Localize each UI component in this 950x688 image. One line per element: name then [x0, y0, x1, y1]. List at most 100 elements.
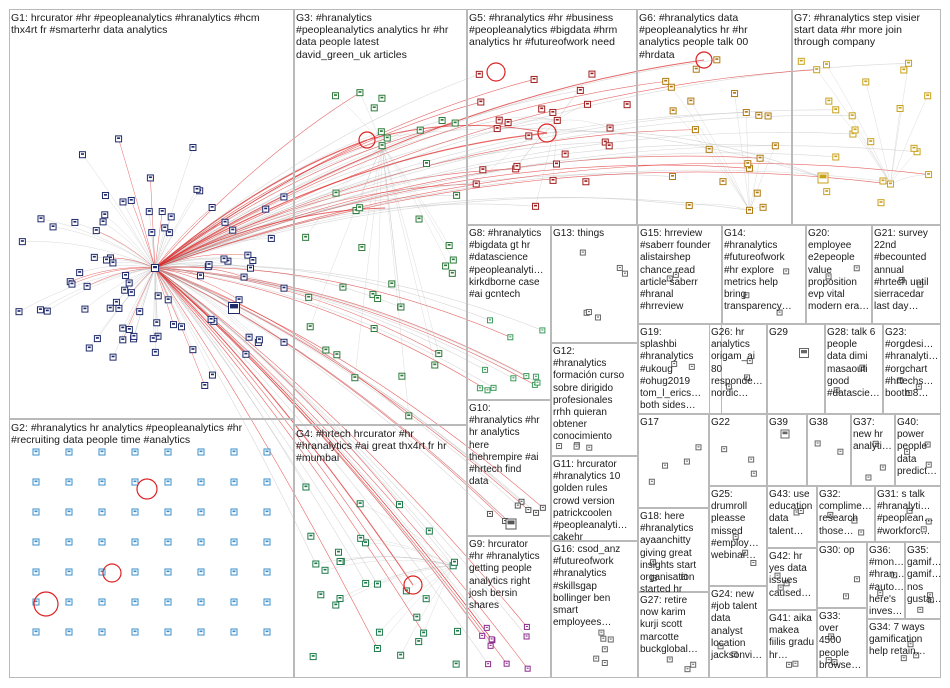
group-box-g39	[767, 414, 807, 486]
node-g5	[576, 86, 584, 94]
node-g5	[493, 125, 501, 133]
node-g1	[85, 344, 93, 352]
node-g1	[119, 336, 127, 344]
node-g2	[65, 448, 73, 456]
node-g1	[245, 333, 253, 341]
node-g3	[449, 256, 457, 264]
node-g4	[422, 595, 430, 603]
node-g1	[136, 308, 144, 316]
node-g26	[746, 358, 753, 365]
edge-g10	[154, 267, 491, 515]
node-g32	[851, 517, 858, 524]
node-g1	[76, 269, 84, 277]
node-g2	[263, 598, 271, 606]
edge-g3	[381, 145, 440, 354]
node-g28	[833, 387, 840, 394]
node-g8	[490, 384, 497, 391]
node-g10	[525, 507, 532, 514]
node-g1	[99, 218, 107, 226]
node-g1	[115, 304, 123, 312]
node-g1	[267, 234, 275, 242]
node-g2	[164, 598, 172, 606]
node-g2	[131, 538, 139, 546]
node-g22	[721, 446, 728, 453]
node-g13	[585, 309, 592, 316]
group-box-g21	[872, 225, 941, 324]
group-box-g33	[817, 608, 867, 678]
node-g3	[383, 134, 391, 142]
node-g2	[32, 448, 40, 456]
node-g3	[388, 280, 396, 288]
node-g2	[230, 478, 238, 486]
edge-g4	[335, 565, 454, 606]
edge-g1	[150, 177, 156, 269]
node-g1	[125, 326, 133, 334]
node-g4	[454, 627, 462, 635]
node-g1	[146, 174, 154, 182]
node-g3	[397, 303, 405, 311]
node-g2	[98, 598, 106, 606]
node-g7	[832, 106, 840, 114]
edge-g7	[546, 131, 824, 179]
node-g4	[332, 601, 340, 609]
node-g4	[373, 644, 381, 652]
node-g5	[504, 119, 512, 127]
node-g13	[594, 314, 601, 321]
node-g15	[672, 271, 679, 278]
node-g5	[623, 101, 631, 109]
group-box-g18	[638, 508, 709, 592]
edge-g7	[865, 81, 891, 185]
node-g7	[797, 57, 805, 65]
edge-g7	[890, 63, 909, 185]
group-box-g17	[638, 414, 709, 508]
node-g7	[851, 126, 859, 134]
node-g7	[848, 112, 856, 120]
node-g2	[197, 508, 205, 516]
node-g1	[127, 289, 135, 297]
node-g43	[797, 508, 804, 515]
edge-g3	[354, 145, 383, 378]
edge-g4	[340, 556, 454, 566]
edge-g1	[131, 200, 156, 269]
node-g2	[263, 448, 271, 456]
node-g1	[170, 321, 178, 329]
group-box-g5	[467, 9, 637, 225]
node-g6	[685, 202, 693, 210]
node-g2	[230, 538, 238, 546]
edge-g6	[734, 93, 750, 211]
node-g27	[666, 656, 673, 663]
edge-g1	[40, 267, 156, 311]
edge-g4	[377, 565, 454, 649]
node-g2	[263, 508, 271, 516]
node-g7	[817, 172, 829, 184]
edge-g3	[335, 95, 383, 146]
node-g1	[90, 253, 98, 261]
node-g14	[783, 268, 790, 275]
node-g3	[415, 215, 423, 223]
edge-g3	[381, 145, 454, 261]
edge-g6	[672, 110, 750, 211]
node-g5	[472, 180, 480, 188]
edge-g8	[154, 266, 511, 338]
group-box-g23	[883, 324, 941, 414]
group-box-g34	[867, 619, 941, 678]
group-box-g8	[467, 225, 551, 400]
edge-g6	[749, 145, 776, 211]
node-g22	[750, 470, 757, 477]
node-g2	[131, 598, 139, 606]
edge-g6	[154, 196, 690, 269]
node-g34	[900, 655, 907, 662]
node-g6	[731, 90, 739, 98]
node-g1	[153, 319, 161, 327]
edge-g3	[154, 122, 456, 269]
node-g2	[98, 448, 106, 456]
node-g2	[197, 628, 205, 636]
group-box-g4	[294, 425, 467, 678]
group-box-g25	[709, 486, 767, 586]
node-g31	[920, 526, 927, 533]
node-g4	[452, 660, 460, 668]
node-g5	[532, 202, 540, 210]
node-g8	[539, 327, 546, 334]
node-g1	[151, 264, 159, 272]
node-g20	[825, 273, 832, 280]
